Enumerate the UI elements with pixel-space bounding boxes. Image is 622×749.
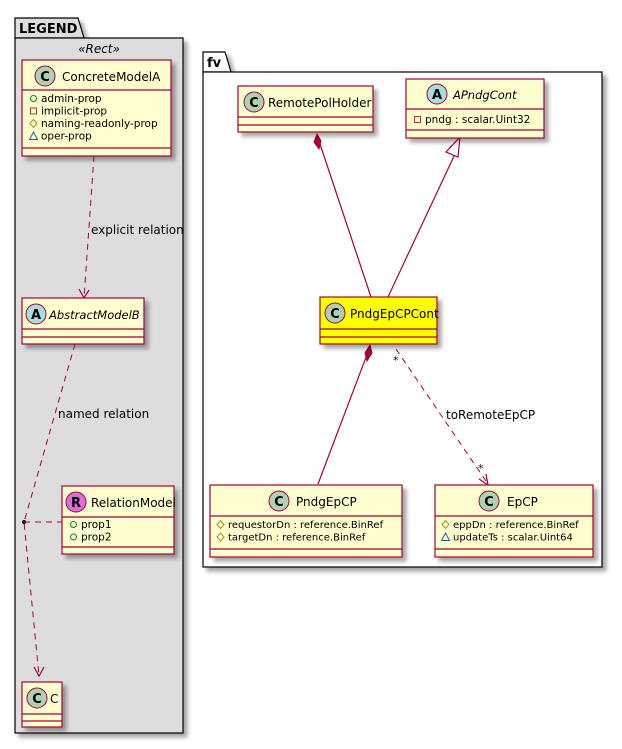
attribute-text: eppDn : reference.BinRef [453,520,579,531]
attribute-text: requestorDn : reference.BinRef [228,520,384,531]
composition-remotepolholder-pndgepcpcont [313,132,372,298]
class-name: RemotePolHolder [268,96,371,110]
class-name: PndgEpCPCont [350,307,439,321]
class-name: RelationModel [91,496,176,510]
class-pndg-epcp[interactable]: C PndgEpCP requestorDn : reference.BinRe… [209,484,403,558]
svg-text:C: C [330,307,340,322]
class-c[interactable]: C C [21,681,63,728]
protected-visibility-icon [216,519,225,530]
protected-visibility-icon [441,519,450,530]
multiplicity-source: * [393,354,399,367]
association-to-remote-epcp: toRemoteEpCP * * [393,348,535,487]
attributes: requestorDn : reference.BinRef targetDn :… [216,519,384,544]
attributes: admin-propimplicit-propnaming-readonly-p… [28,93,158,143]
explicit-relation-label: explicit relation [91,223,184,237]
abstract-a-badge-icon: A [426,83,448,105]
legend-stereotype: «Rect» [78,42,120,56]
private-visibility-icon [30,107,37,115]
composition-pndgepcpcont-pndgepcp [317,343,373,485]
class-c-badge-icon: C [34,65,56,87]
private-visibility-icon [414,116,421,123]
attribute-text: oper-prop [41,131,92,143]
svg-text:R: R [71,496,81,511]
legend-package-name: LEGEND [19,22,78,37]
public-visibility-icon [70,533,77,541]
svg-text:C: C [249,96,259,111]
class-name: ConcreteModelA [62,70,161,84]
class-name: APndgCont [452,88,517,102]
svg-text:C: C [32,692,42,707]
generalization-pndgepcpcont-apndgcont [387,135,461,298]
to-remote-label: toRemoteEpCP [446,408,535,422]
relation-r-badge-icon: R [65,491,87,513]
attribute-text: prop1 [81,519,112,531]
class-name: PndgEpCP [296,495,357,509]
svg-text:A: A [31,308,41,323]
inheritance-triangle-icon [444,135,461,158]
package-visibility-icon [440,531,451,541]
attribute-text: targetDn : reference.BinRef [228,533,366,544]
svg-text:C: C [484,495,494,510]
svg-text:A: A [432,88,442,103]
attribute-text: admin-prop [41,93,102,105]
fv-package-name: fv [207,56,222,71]
class-c-badge-icon: C [243,91,265,113]
multiplicity-target: * [478,462,484,475]
svg-text:C: C [274,495,284,510]
class-abstract-model-b[interactable]: A AbstractModelB [21,297,145,345]
class-pndg-epcp-cont[interactable]: C PndgEpCPCont [319,296,439,345]
class-c-badge-icon: C [26,687,48,709]
class-c-badge-icon: C [478,490,500,512]
attribute-text: updateTs : scalar.Uint64 [453,533,573,544]
attribute-text: naming-readonly-prop [41,118,158,130]
protected-visibility-icon [29,118,38,129]
class-c-badge-icon: C [324,302,346,324]
composition-diamond-icon [364,343,373,363]
abstract-a-badge-icon: A [25,303,47,325]
class-c-badge-icon: C [268,490,290,512]
package-visibility-icon [28,130,39,140]
attributes: eppDn : reference.BinRef updateTs : scala… [440,519,579,544]
attribute-text: implicit-prop [41,106,107,118]
class-epcp[interactable]: C EpCP eppDn : reference.BinRef updateTs … [434,484,594,558]
named-relation-arrow: named relation [22,343,149,678]
public-visibility-icon [70,521,77,528]
class-name: C [50,692,58,706]
attribute-text: pndg : scalar.Uint32 [425,114,530,126]
attributes: pndg : scalar.Uint32 [414,114,530,126]
public-visibility-icon [30,95,37,102]
named-relation-label: named relation [58,407,149,421]
class-concrete-model-a[interactable]: C ConcreteModelA admin-propimplicit-prop… [21,59,172,157]
composition-diamond-icon [313,132,322,151]
class-name: AbstractModelB [48,308,140,322]
class-apndg-cont[interactable]: A APndgCont pndg : scalar.Uint32 [405,78,545,139]
svg-text:C: C [40,70,50,85]
protected-visibility-icon [216,532,225,542]
class-remote-pol-holder[interactable]: C RemotePolHolder [237,85,374,133]
class-name: EpCP [507,495,538,509]
attribute-text: prop2 [81,532,112,544]
